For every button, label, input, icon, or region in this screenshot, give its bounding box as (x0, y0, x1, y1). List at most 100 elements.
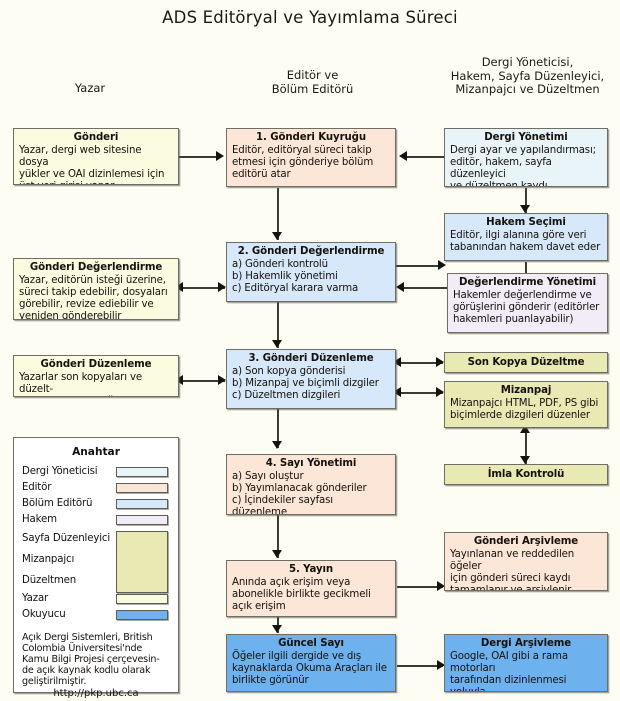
legend-label: Sayfa Düzenleyici (22, 533, 111, 544)
connector-dergiyonetim-to-hakem (525, 188, 527, 213)
legend-label: Dergi Yöneticisi (22, 466, 98, 477)
legend-label: Yazar (22, 593, 49, 604)
arrowhead-left (399, 151, 407, 161)
arrowhead-down (272, 625, 282, 633)
arrowhead-down (520, 205, 530, 213)
box-title: Hakem Seçimi (486, 217, 566, 228)
legend-panel: Anahtar Dergi Yöneticisi Editör Bölüm Ed… (13, 437, 179, 699)
legend-label: Hakem (22, 514, 57, 525)
arrowhead-down (272, 441, 282, 449)
arrowhead-down (272, 550, 282, 558)
arrowhead-down (272, 232, 282, 240)
legend-swatch-reader (116, 610, 168, 620)
box-gonderi-arsivleme[interactable]: Gönderi Arşivleme Yayınlanan ve reddedil… (444, 532, 608, 591)
connector-dergiyonetim-to-kuyruk (405, 156, 444, 158)
box-dergi-yonetimi[interactable]: Dergi Yönetimi Dergi ayar ve yapılandırm… (444, 128, 608, 187)
legend-note: Açık Dergi Sistemleri, British Colombia … (22, 632, 160, 687)
box-title: 5. Yayın (288, 564, 334, 575)
legend-swatch-production (116, 531, 168, 593)
box-title: Mizanpaj (500, 385, 552, 396)
connector-mizanpaj-to-imla (525, 428, 527, 464)
box-body: Editör, editöryal süreci takip etmesi iç… (232, 145, 374, 181)
legend-label: Bölüm Editörü (22, 498, 93, 509)
box-yayin[interactable]: 5. Yayın Anında açık erişim veya aboneli… (226, 560, 396, 617)
arrowhead-right (218, 375, 226, 385)
box-title: Dergi Arşivleme (480, 638, 572, 649)
legend-row-bolum-editoru: Bölüm Editörü (22, 496, 170, 512)
arrowhead-right (436, 387, 444, 397)
arrowhead-left (175, 282, 183, 292)
box-guncel-sayi[interactable]: Güncel Sayı Öğeler ilgili dergide ve dış… (226, 634, 396, 692)
legend-row-duzeltmen: Düzeltmen (22, 570, 170, 591)
legend-row-hakem: Hakem (22, 512, 170, 528)
box-body: Yayınlanan ve reddedilen öğeler için gön… (450, 549, 575, 591)
connector-degerlendirme-to-duzenleme (277, 302, 279, 348)
box-title: Gönderi Düzenleme (40, 359, 152, 370)
legend-row-mizanpajci: Mizanpajcı (22, 549, 170, 570)
box-body: Öğeler ilgili dergide ve dış kaynaklarda… (232, 651, 387, 687)
box-gonderi-duzenleme[interactable]: 3. Gönderi Düzenleme a) Son kopya gönder… (226, 349, 396, 409)
arrowhead-down (520, 456, 530, 464)
box-mizanpaj[interactable]: Mizanpaj Mizanpajcı HTML, PDF, PS gibi b… (444, 381, 608, 428)
legend-swatch-section-editor (116, 499, 168, 509)
connector-gonderi-to-kuyruk (178, 156, 220, 158)
box-body: Yazar, editörün isteği üzerine, süreci t… (19, 275, 168, 320)
arrowhead-right (437, 581, 445, 591)
legend-label: Editör (22, 482, 52, 493)
connector-degyonetim-to-degerlendirme (402, 287, 447, 289)
box-title: İmla Kontrolü (487, 469, 565, 480)
legend-row-yazar: Yazar (22, 591, 170, 607)
box-son-kopya-duzeltme[interactable]: Son Kopya Düzeltme (444, 352, 608, 373)
arrowhead-left (175, 375, 183, 385)
connector-sayi-to-yayin (277, 515, 279, 558)
box-degerlendirme-yonetimi[interactable]: Değerlendirme Yönetimi Hakemler değerlen… (447, 273, 608, 333)
box-body: Mizanpajcı HTML, PDF, PS gibi biçimlerde… (450, 398, 599, 422)
box-gonderi-degerlendirme[interactable]: 2. Gönderi Değerlendirme a) Gönderi kont… (226, 242, 396, 302)
arrowhead-down (272, 340, 282, 348)
legend-row-okuyucu: Okuyucu (22, 607, 170, 623)
legend-row-sayfa-duzenleyici: Sayfa Düzenleyici (22, 528, 170, 593)
column-header-staff: Dergi Yöneticisi, Hakem, Sayfa Düzenleyi… (450, 55, 605, 96)
legend-title: Anahtar (72, 446, 120, 458)
arrowhead-right (216, 151, 224, 161)
box-sayi-yonetimi[interactable]: 4. Sayı Yönetimi a) Sayı oluştur b) Yayı… (226, 454, 396, 515)
box-gonderi[interactable]: Gönderi Yazar, dergi web sitesine dosya … (13, 128, 179, 185)
legend-swatch-editor (116, 483, 168, 493)
connector-kuyruk-to-degerlendirme (277, 188, 279, 240)
box-imla-kontrolu[interactable]: İmla Kontrolü (444, 464, 608, 485)
box-body: Editör, ilgi alanına göre veri tabanında… (450, 230, 601, 254)
box-title: 4. Sayı Yönetimi (265, 458, 357, 469)
box-gonderi-kuyrugu[interactable]: 1. Gönderi Kuyruğu Editör, editöryal sür… (226, 128, 396, 187)
arrowhead-right (436, 357, 444, 367)
box-body: Google, OAI gibi a rama motorları tarafı… (450, 651, 568, 691)
page-title: ADS Editöryal ve Yayımlama Süreci (162, 8, 458, 27)
connector-degerlendirme-to-hakem (396, 265, 443, 267)
legend-swatch-manager (116, 467, 168, 477)
box-title: 1. Gönderi Kuyruğu (255, 132, 366, 143)
arrowhead-right (218, 282, 226, 292)
connector-degerlendirme-to-yazar (180, 287, 225, 289)
arrowhead-right (437, 660, 445, 670)
arrowhead-left (393, 357, 401, 367)
box-hakem-secimi[interactable]: Hakem Seçimi Editör, ilgi alanına göre v… (444, 213, 608, 261)
legend-url: http://pkp.ubc.ca (53, 688, 139, 699)
connector-duzenleme-to-mizanpaj (398, 392, 443, 394)
box-title: Güncel Sayı (278, 638, 344, 649)
box-body: Dergi ayar ve yapılandırması; editör, ha… (450, 145, 596, 187)
box-dergi-arsivleme[interactable]: Dergi Arşivleme Google, OAI gibi a rama … (444, 634, 608, 692)
box-body: Anında açık erişim veya abonelikle birli… (232, 577, 371, 613)
legend-label: Düzeltmen (22, 575, 77, 586)
legend-label: Okuyucu (22, 609, 66, 620)
box-title: Dergi Yönetimi (484, 132, 568, 143)
connector-duzenleme-to-sayi (277, 396, 279, 448)
box-body: Hakemler değerlendirme ve görüşlerini gö… (453, 290, 600, 326)
legend-row-dergi-yoneticisi: Dergi Yöneticisi (22, 464, 170, 480)
legend-label: Mizanpajcı (22, 554, 75, 565)
box-title: Değerlendirme Yönetimi (459, 277, 596, 288)
box-title: Son Kopya Düzeltme (467, 357, 585, 368)
connector-yayin-to-arsiv (397, 586, 443, 588)
box-gonderi-duzenleme-author[interactable]: Gönderi Düzenleme Yazarlar son kopyaları… (13, 355, 179, 397)
box-gonderi-degerlendirme-author[interactable]: Gönderi Değerlendirme Yazar, editörün is… (13, 258, 179, 320)
box-title: Gönderi Değerlendirme (29, 262, 163, 273)
box-body: a) Gönderi kontrolü b) Hakemlik yönetimi… (232, 259, 359, 295)
